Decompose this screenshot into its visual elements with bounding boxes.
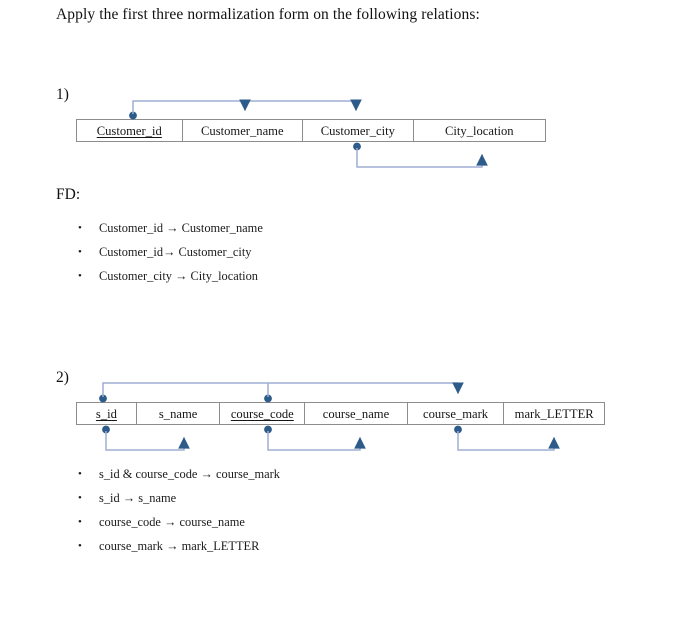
fd-path-customer-id	[132, 100, 356, 114]
attribute-customer-name[interactable]: Customer_name	[183, 120, 304, 141]
attribute-label: City_location	[445, 123, 514, 138]
fd-heading-1: FD:	[56, 186, 81, 203]
attribute-label: Customer_name	[201, 123, 284, 138]
attribute-course-code[interactable]: course_code	[220, 403, 306, 424]
attribute-course-name[interactable]: course_name	[305, 403, 408, 424]
fd-item: Customer_id→ Customer_city	[56, 240, 263, 264]
fd-arrow-sid-coursecode-to-coursemark	[99, 382, 464, 403]
section-number-1: 1)	[56, 86, 69, 103]
fd-item: Customer_city → City_location	[56, 264, 263, 288]
fd-source-marker-customer-city	[353, 142, 361, 151]
attribute-s-name[interactable]: s_name	[137, 403, 221, 424]
fd-source-marker-course-mark-bottom	[454, 425, 462, 434]
attribute-city-location[interactable]: City_location	[414, 120, 545, 141]
page-title: Apply the first three normalization form…	[56, 6, 480, 23]
attribute-customer-id[interactable]: Customer_id	[77, 120, 183, 141]
fd-arrow-coursecode-to-coursename	[264, 425, 366, 451]
fd-arrow-coursemark-to-markletter	[454, 425, 560, 451]
student-course-relation-table: s_id s_name course_code course_name cour…	[76, 402, 605, 425]
fd-item: course_code → course_name	[56, 510, 280, 534]
fd-list-2: s_id & course_code → course_mark s_id → …	[56, 462, 280, 558]
fd-item: Customer_id → Customer_name	[56, 216, 263, 240]
attribute-label: mark_LETTER	[514, 406, 594, 421]
attribute-label: course_name	[322, 406, 390, 421]
attribute-s-id[interactable]: s_id	[77, 403, 137, 424]
fd-path-customer-city	[356, 148, 488, 168]
attribute-label: course_code	[230, 406, 294, 421]
fd-path-s-id-bottom	[105, 431, 190, 451]
attribute-label: s_name	[158, 406, 198, 421]
fd-item: s_id & course_code → course_mark	[56, 462, 280, 486]
attribute-label: Customer_id	[96, 123, 162, 138]
fd-source-marker-s-id-bottom	[102, 425, 110, 434]
fd-arrow-customercity-to-citylocation	[353, 142, 488, 168]
attribute-label: Customer_city	[320, 123, 395, 138]
attribute-customer-city[interactable]: Customer_city	[303, 120, 414, 141]
section-number-2: 2)	[56, 369, 69, 386]
attribute-label: s_id	[95, 406, 117, 421]
fd-list-1: Customer_id → Customer_name Customer_id→…	[56, 216, 263, 288]
fd-path-course-code-bottom	[267, 431, 366, 451]
fd-source-marker-course-code-bottom	[264, 425, 272, 434]
attribute-course-mark[interactable]: course_mark	[408, 403, 505, 424]
fd-path-s-id-top	[102, 382, 458, 397]
fd-item: s_id → s_name	[56, 486, 280, 510]
fd-item: course_mark → mark_LETTER	[56, 534, 280, 558]
fd-path-course-mark-bottom	[457, 431, 560, 451]
fd-arrow-customerid-to-name-city	[129, 99, 362, 120]
attribute-mark-letter[interactable]: mark_LETTER	[504, 403, 604, 424]
fd-arrow-sid-to-sname	[102, 425, 190, 451]
attribute-label: course_mark	[423, 406, 489, 421]
customer-relation-table: Customer_id Customer_name Customer_city …	[76, 119, 546, 142]
